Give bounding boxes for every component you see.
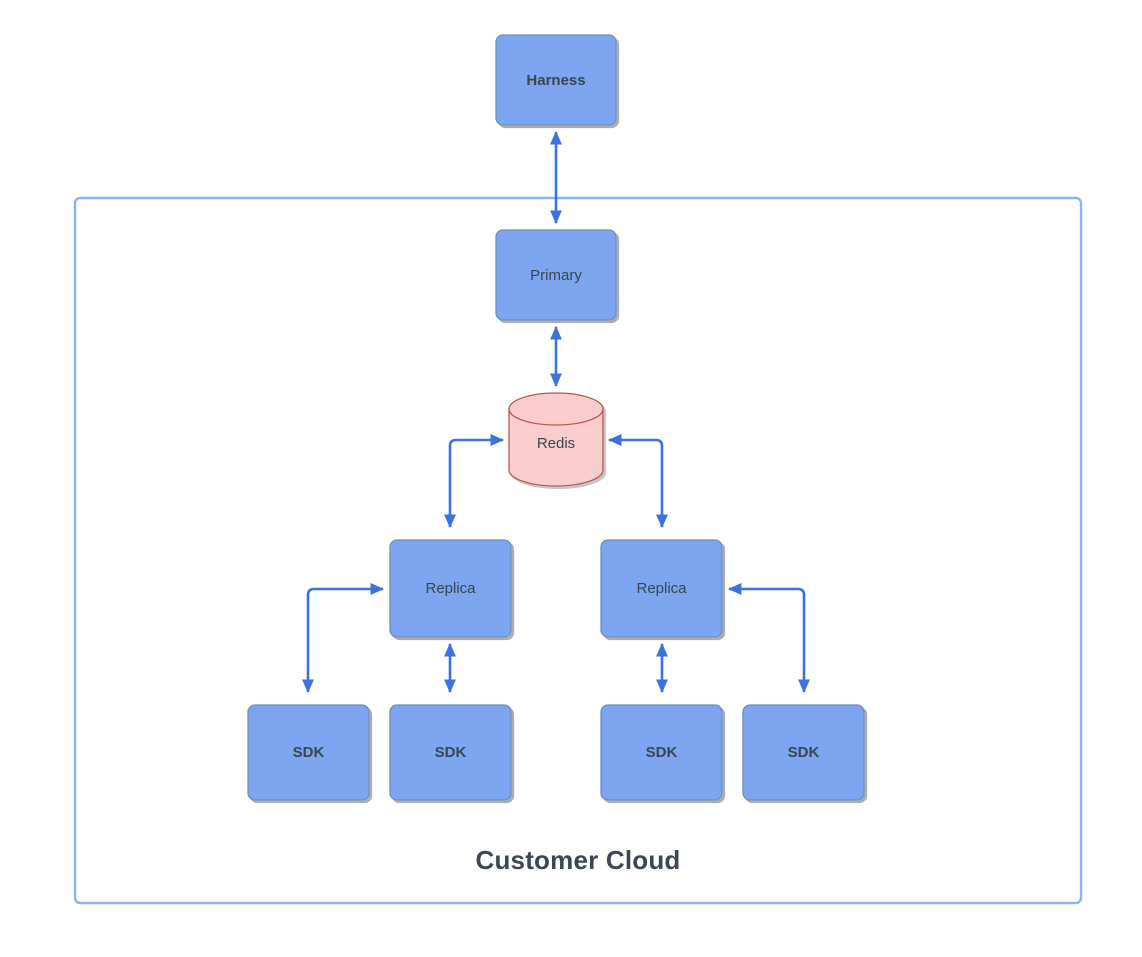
edge-replica-left-sdk-1 xyxy=(302,583,385,694)
node-primary[interactable] xyxy=(495,229,617,321)
group-container-customer-cloud xyxy=(73,196,1083,905)
edge-replica-right-sdk-4 xyxy=(727,583,810,694)
node-replica-right[interactable] xyxy=(600,539,723,638)
node-replica-left[interactable] xyxy=(389,539,512,638)
node-sdk-3[interactable] xyxy=(600,704,723,801)
node-sdk-4[interactable] xyxy=(742,704,865,801)
node-sdk-2[interactable] xyxy=(389,704,512,801)
redis-cylinder-body xyxy=(508,408,604,487)
node-sdk-1[interactable] xyxy=(247,704,370,801)
edge-layer xyxy=(302,130,810,694)
node-layer xyxy=(247,34,865,801)
node-redis-datastore[interactable] xyxy=(508,392,604,487)
redis-cylinder-top xyxy=(508,392,604,426)
edge-redis-replica-left xyxy=(444,434,505,529)
edge-redis-replica-right xyxy=(607,434,668,529)
node-harness[interactable] xyxy=(495,34,617,126)
